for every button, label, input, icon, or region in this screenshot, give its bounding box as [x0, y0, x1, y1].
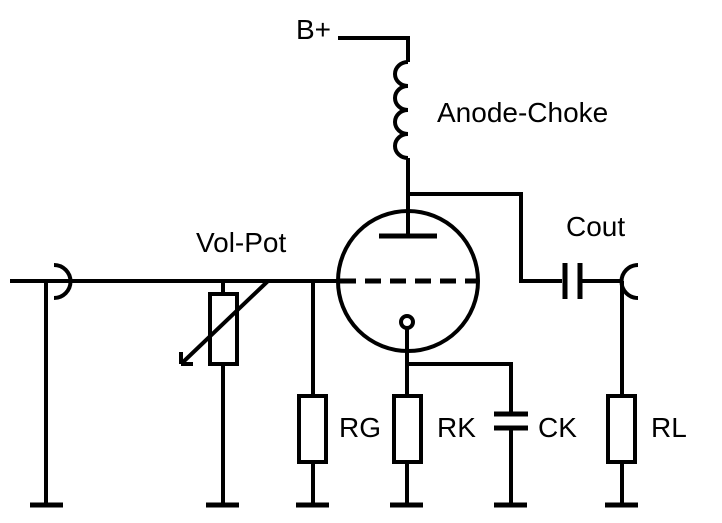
b-plus-supply: B+ [296, 14, 410, 62]
cathode-resistor-label: RK [437, 412, 476, 443]
cathode-capacitor: CK [494, 411, 577, 503]
output-capacitor-icon [562, 263, 583, 299]
grid-resistor-icon [297, 394, 328, 464]
grid-resistor-label: RG [339, 412, 381, 443]
cathode-resistor: RK [392, 394, 476, 503]
anode-choke: Anode-Choke [393, 60, 608, 160]
load-resistor-label: RL [651, 412, 687, 443]
b-plus-label: B+ [296, 14, 331, 45]
triode-tube [336, 209, 513, 412]
volume-pot-wiper-icon [179, 279, 270, 366]
output-capacitor: Cout [562, 211, 625, 299]
grid-resistor: RG [297, 281, 381, 503]
cathode-capacitor-label: CK [538, 412, 577, 443]
load-resistor-icon [606, 394, 637, 464]
volume-pot-label: Vol-Pot [196, 227, 286, 258]
output-capacitor-label: Cout [566, 211, 625, 242]
anode-choke-inductor-icon [393, 60, 409, 160]
triode-cathode-icon [399, 314, 415, 330]
load-resistor: RL [606, 281, 687, 503]
plate-output-wire [408, 192, 562, 283]
volume-pot-resistor-icon [208, 292, 239, 366]
cathode-capacitor-icon [494, 411, 528, 431]
cathode-resistor-icon [392, 394, 423, 464]
cathode-bypass-wire [407, 362, 513, 412]
b-plus-wire [338, 36, 410, 62]
volume-pot: Vol-Pot [179, 227, 286, 503]
anode-choke-label: Anode-Choke [437, 97, 608, 128]
